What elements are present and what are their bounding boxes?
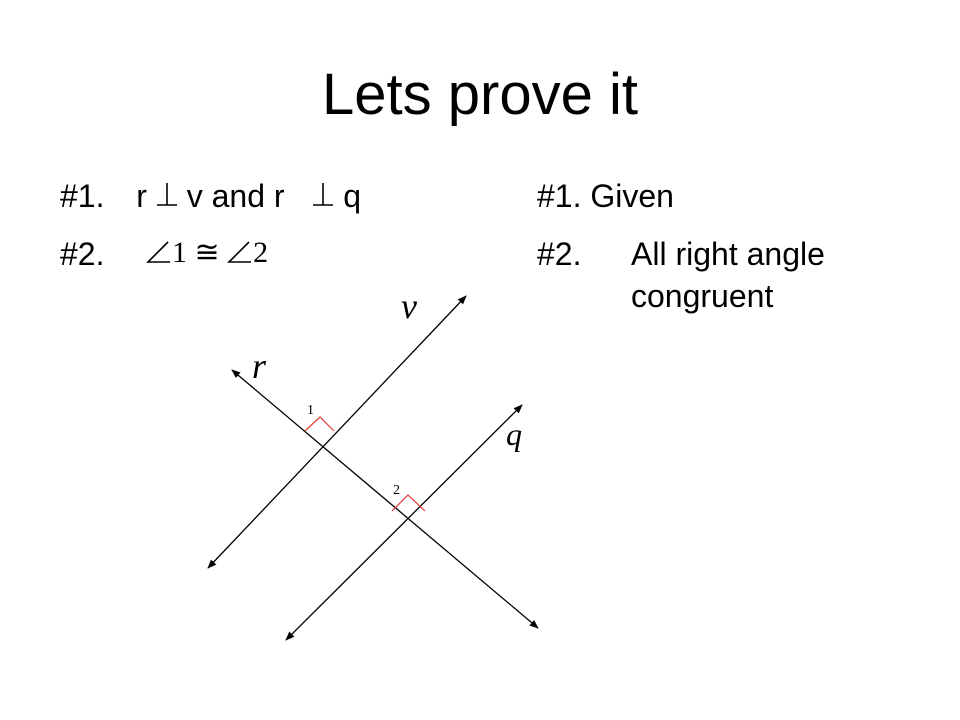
label-q: q <box>506 416 522 452</box>
page-title: Lets prove it <box>322 62 638 127</box>
angle-1-label: 1 <box>172 236 187 269</box>
reason-1-number: #1. <box>537 178 582 214</box>
angle-symbol-icon <box>227 241 252 263</box>
reason-2-line-1: All right angle <box>631 236 825 272</box>
reason-2-line-2: congruent <box>631 278 774 314</box>
statement-1-line-r: r <box>136 178 147 214</box>
label-v: v <box>401 286 417 326</box>
line-v <box>207 295 467 569</box>
angle-2-label: 2 <box>253 236 269 269</box>
perpendicular-symbol-icon <box>156 183 177 206</box>
reason-1-text: Given <box>590 178 674 214</box>
right-angle-mark-2 <box>391 494 426 512</box>
statement-1-line-v-and-r: v and r <box>186 178 285 214</box>
statement-1-line-q: q <box>343 178 361 214</box>
angle-congruence-expression: 1 ≅ 2 <box>146 234 268 272</box>
right-angle-mark-1 <box>304 416 335 432</box>
angle-symbol-icon <box>146 241 170 263</box>
statement-1-number: #1. <box>60 178 105 214</box>
label-angle-1: 1 <box>307 403 314 418</box>
reason-2-number: #2. <box>537 236 582 272</box>
statement-1: #1. r v and r q <box>60 177 361 215</box>
statement-2: #2. <box>60 235 104 273</box>
line-q <box>285 404 523 641</box>
reason-1: #1. Given <box>537 177 674 215</box>
congruent-symbol: ≅ <box>194 236 220 269</box>
line-r <box>231 369 539 629</box>
label-r: r <box>252 346 267 386</box>
perpendicular-symbol-icon <box>313 183 334 206</box>
statement-2-number: #2. <box>60 236 105 272</box>
label-angle-2: 2 <box>393 483 400 498</box>
